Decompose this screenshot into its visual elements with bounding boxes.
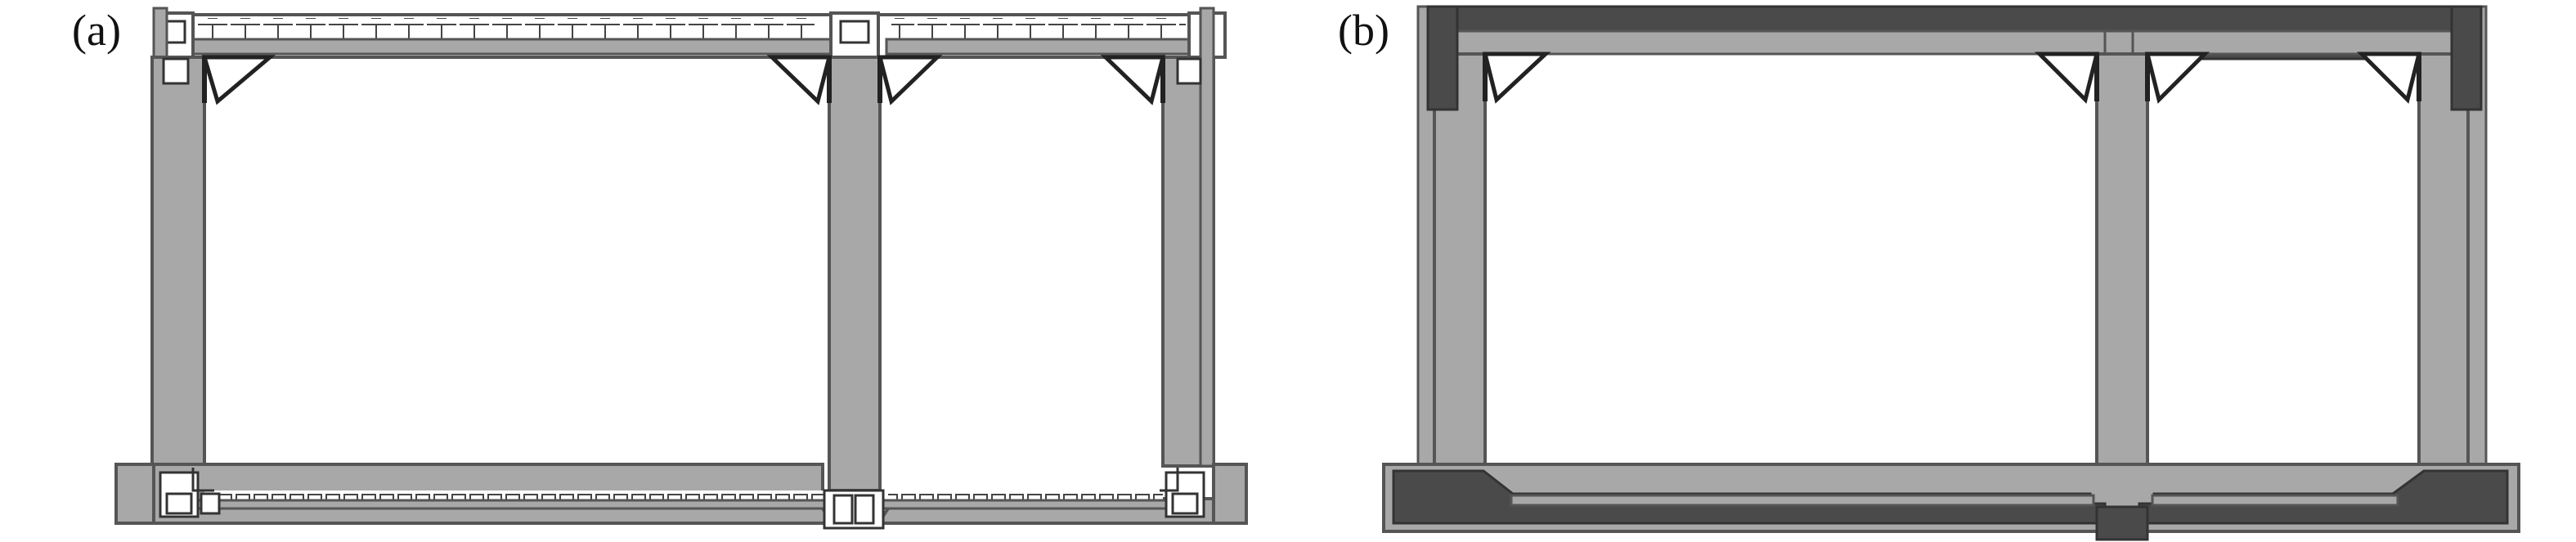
- b-right-wall: [2417, 52, 2470, 469]
- panel-a-drawing: [114, 7, 1248, 530]
- a-roof-ribs-left: [193, 18, 815, 41]
- a-roof-ribs-right: [891, 18, 1186, 41]
- b-base-key: [2095, 505, 2149, 541]
- b-left-wall: [1433, 52, 1487, 469]
- a-bottom-joints: [159, 471, 1205, 530]
- panel-b-drawing: [1382, 5, 2520, 541]
- panel-label-b: (b): [1338, 6, 1389, 55]
- a-haunch-brackets: [201, 55, 1166, 105]
- a-roof-beam-right: [885, 38, 1191, 56]
- a-middle-column: [828, 56, 882, 492]
- a-right-outer-wall: [1199, 7, 1215, 468]
- a-roof-beam-left: [191, 38, 832, 56]
- b-roof-slab-left: [1456, 29, 2107, 56]
- b-roof-shell: [1426, 5, 2483, 111]
- b-haunch-brackets: [1482, 52, 2422, 104]
- b-roof-slab-right: [2131, 29, 2462, 56]
- b-middle-column: [2095, 52, 2149, 489]
- panel-label-a: (a): [72, 6, 121, 55]
- a-left-wall: [150, 56, 206, 468]
